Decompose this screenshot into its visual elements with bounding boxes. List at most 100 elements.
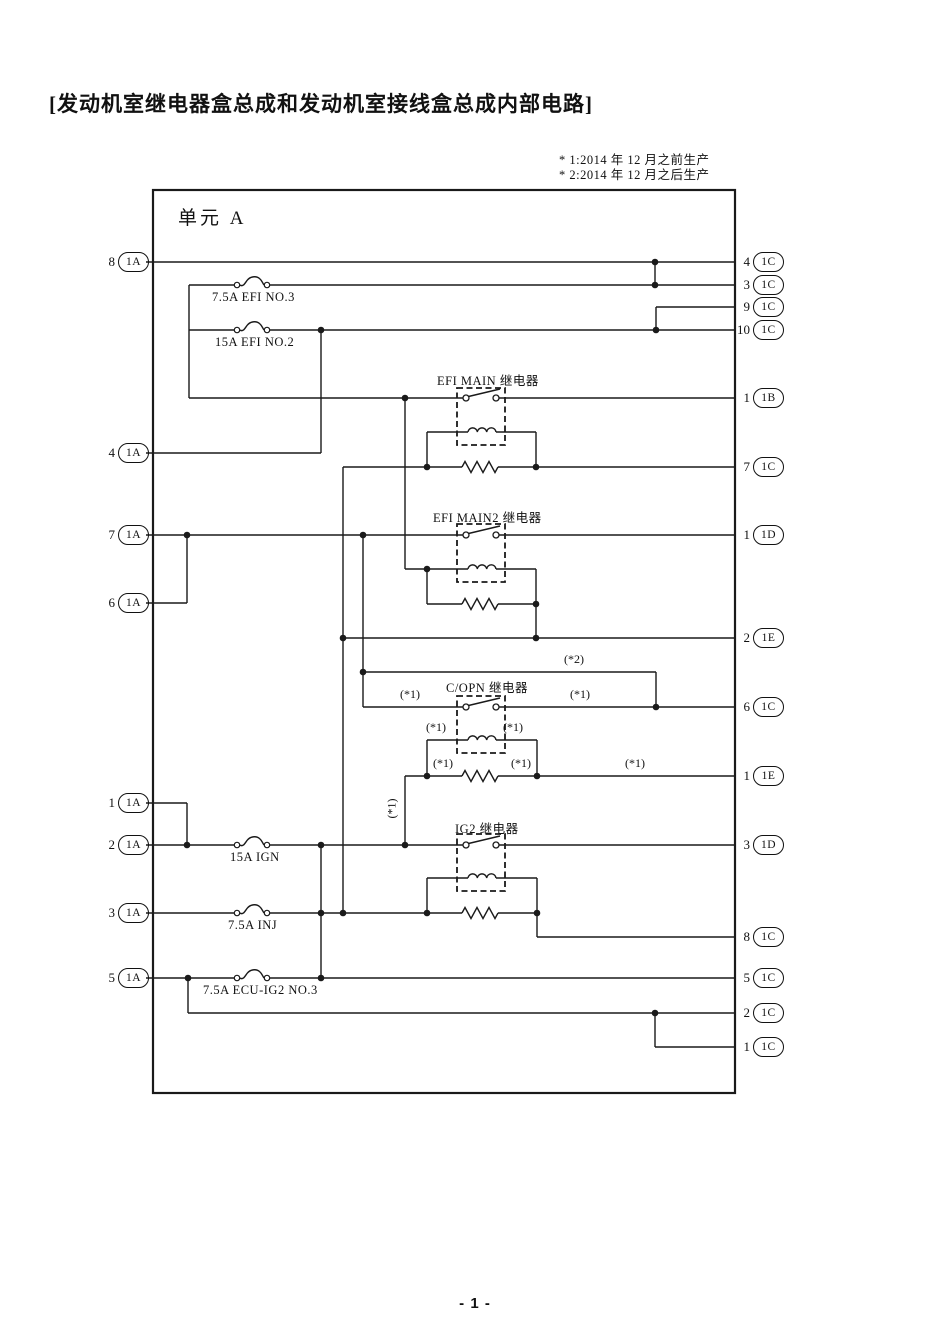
fuse-label-ecu-ig2: 7.5A ECU-IG2 NO.3 bbox=[203, 983, 318, 997]
coil-symbols bbox=[467, 427, 497, 879]
star1-annotation-res-r: (*1) bbox=[511, 756, 531, 770]
pin-right-9-1c: 9 1C bbox=[736, 297, 784, 317]
pin-number: 9 bbox=[743, 299, 751, 314]
fuse-label-efi-no3: 7.5A EFI NO.3 bbox=[212, 290, 295, 304]
fuse-label-ign: 15A IGN bbox=[230, 850, 280, 864]
pin-right-1-1e: 1 1E bbox=[736, 766, 784, 786]
pin-number: 3 bbox=[743, 837, 751, 852]
pin-connector: 1E bbox=[753, 628, 784, 648]
pin-number: 1 bbox=[743, 768, 751, 783]
star1-annotation-res-far: (*1) bbox=[625, 756, 645, 770]
pin-left-2-1a: 2 1A bbox=[101, 835, 149, 855]
pin-right-6-1c: 6 1C bbox=[736, 697, 784, 717]
star2-annotation: (*2) bbox=[564, 652, 584, 666]
pin-number: 4 bbox=[108, 445, 116, 460]
pin-right-2-1c: 2 1C bbox=[736, 1003, 784, 1023]
pin-connector: 1C bbox=[753, 1037, 784, 1057]
pin-right-1-1d: 1 1D bbox=[736, 525, 784, 545]
pin-connector: 1C bbox=[753, 927, 784, 947]
pin-left-4-1a: 4 1A bbox=[101, 443, 149, 463]
efi-main-relay-box bbox=[456, 387, 506, 446]
pin-left-3-1a: 3 1A bbox=[101, 903, 149, 923]
pin-number: 4 bbox=[743, 254, 751, 269]
pin-connector: 1C bbox=[753, 457, 784, 477]
copn-relay-box bbox=[456, 695, 506, 754]
fuse-label-efi-no2: 15A EFI NO.2 bbox=[215, 335, 295, 349]
pin-number: 3 bbox=[108, 905, 116, 920]
pin-connector: 1A bbox=[118, 793, 149, 813]
pin-number: 6 bbox=[108, 595, 116, 610]
pin-connector: 1A bbox=[118, 593, 149, 613]
pin-number: 3 bbox=[743, 277, 751, 292]
pin-connector: 1E bbox=[753, 766, 784, 786]
pin-connector: 1C bbox=[753, 275, 784, 295]
switch-contacts bbox=[462, 394, 500, 849]
pin-number: 1 bbox=[108, 795, 116, 810]
pin-number: 2 bbox=[743, 630, 751, 645]
star1-annotation-vertical: (*1) bbox=[384, 798, 399, 819]
pin-connector: 1A bbox=[118, 525, 149, 545]
efi-main2-relay-label: EFI MAIN2 继电器 bbox=[433, 511, 542, 525]
pin-connector: 1C bbox=[753, 252, 784, 272]
pin-right-5-1c: 5 1C bbox=[736, 968, 784, 988]
pin-number: 2 bbox=[108, 837, 116, 852]
pin-connector: 1A bbox=[118, 252, 149, 272]
unit-a-label: 单元 A bbox=[178, 208, 247, 229]
star1-annotation-switch-l: (*1) bbox=[400, 687, 420, 701]
star1-annotation-res-l: (*1) bbox=[433, 756, 453, 770]
pin-left-7-1a: 7 1A bbox=[101, 525, 149, 545]
pin-number: 8 bbox=[108, 254, 116, 269]
pin-right-3-1c: 3 1C bbox=[736, 275, 784, 295]
pin-number: 5 bbox=[743, 970, 751, 985]
star1-annotation-coil-r: (*1) bbox=[503, 720, 523, 734]
pin-number: 8 bbox=[743, 929, 751, 944]
pin-number: 7 bbox=[743, 459, 751, 474]
pin-number: 5 bbox=[108, 970, 116, 985]
pin-connector: 1C bbox=[753, 1003, 784, 1023]
pin-right-8-1c: 8 1C bbox=[736, 927, 784, 947]
pin-connector: 1C bbox=[753, 297, 784, 317]
pin-left-5-1a: 5 1A bbox=[101, 968, 149, 988]
pin-connector: 1D bbox=[753, 525, 784, 545]
pin-number: 1 bbox=[743, 527, 751, 542]
fuse-symbols bbox=[233, 276, 271, 982]
resistor-symbols bbox=[461, 460, 499, 920]
pin-connector: 1D bbox=[753, 835, 784, 855]
pin-left-6-1a: 6 1A bbox=[101, 593, 149, 613]
production-note-2: * 2:2014 年 12 月之后生产 bbox=[559, 168, 710, 182]
pin-right-1-1c: 1 1C bbox=[736, 1037, 784, 1057]
pin-connector: 1A bbox=[118, 443, 149, 463]
fuse-label-inj: 7.5A INJ bbox=[228, 918, 278, 932]
unit-box bbox=[151, 188, 737, 1095]
pin-connector: 1B bbox=[753, 388, 784, 408]
pin-connector: 1C bbox=[753, 320, 784, 340]
copn-relay-label: C/OPN 继电器 bbox=[446, 681, 528, 695]
ig2-relay-label: IG2 继电器 bbox=[455, 822, 519, 836]
pin-right-1-1b: 1 1B bbox=[736, 388, 784, 408]
production-note-1: * 1:2014 年 12 月之前生产 bbox=[559, 153, 710, 167]
pin-right-7-1c: 7 1C bbox=[736, 457, 784, 477]
switch-blades bbox=[468, 388, 501, 845]
pin-number: 7 bbox=[108, 527, 116, 542]
pin-number: 2 bbox=[743, 1005, 751, 1020]
star1-annotation-switch-r: (*1) bbox=[570, 687, 590, 701]
junction-dots bbox=[183, 258, 660, 1017]
efi-main2-relay-box bbox=[456, 523, 506, 583]
pin-number: 1 bbox=[743, 1039, 751, 1054]
pin-right-4-1c: 4 1C bbox=[736, 252, 784, 272]
pin-connector: 1C bbox=[753, 968, 784, 988]
pin-right-2-1e: 2 1E bbox=[736, 628, 784, 648]
pin-connector: 1A bbox=[118, 835, 149, 855]
pin-number: 6 bbox=[743, 699, 751, 714]
pin-connector: 1A bbox=[118, 903, 149, 923]
wires bbox=[146, 261, 735, 1048]
pin-connector: 1A bbox=[118, 968, 149, 988]
pin-left-1-1a: 1 1A bbox=[101, 793, 149, 813]
page-title: [发动机室继电器盒总成和发动机室接线盒总成内部电路] bbox=[49, 92, 593, 116]
pin-right-3-1d: 3 1D bbox=[736, 835, 784, 855]
pin-left-8-1a: 8 1A bbox=[101, 252, 149, 272]
star1-annotation-coil-l: (*1) bbox=[426, 720, 446, 734]
pin-number: 1 bbox=[743, 390, 751, 405]
